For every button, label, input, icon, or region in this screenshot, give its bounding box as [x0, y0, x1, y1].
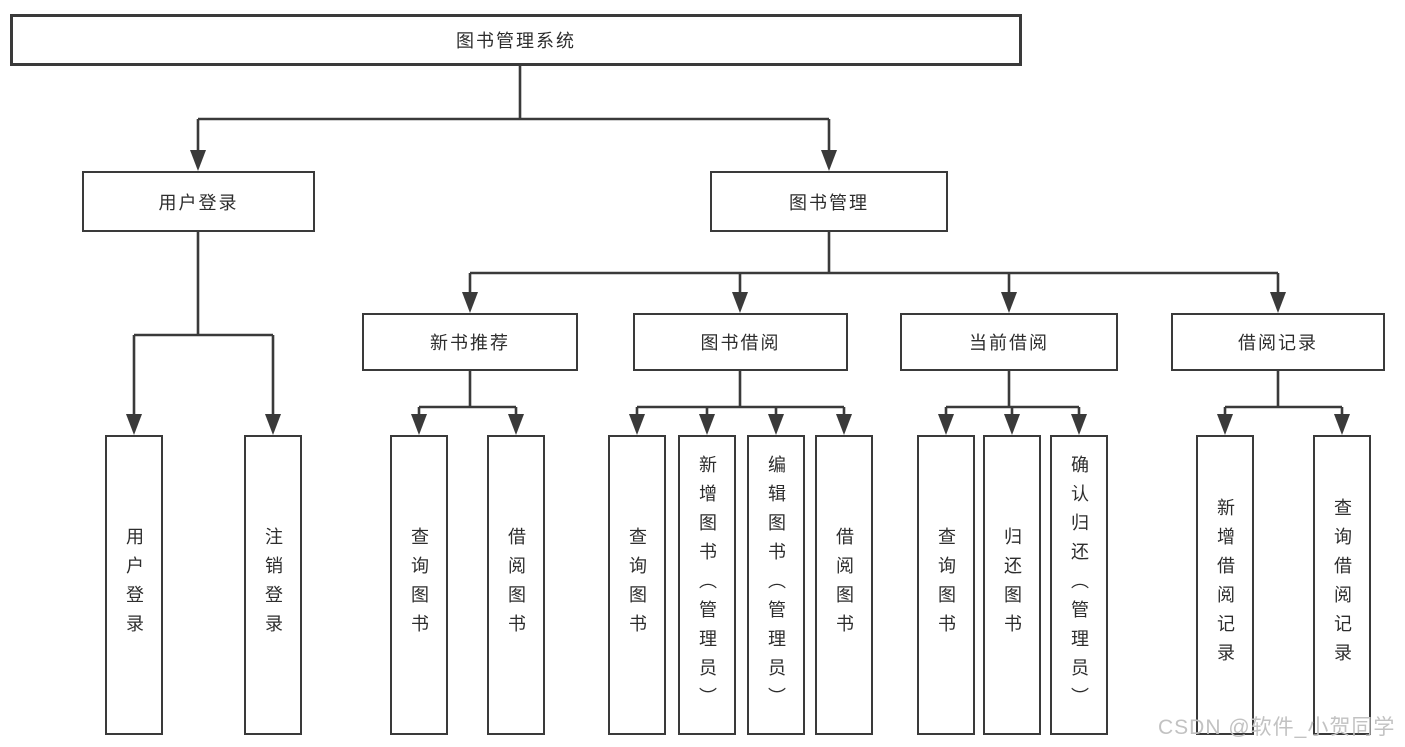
leaf-return-books: 归还图书	[983, 435, 1041, 735]
leaf-user-login: 用户登录	[105, 435, 163, 735]
node-user-login: 用户登录	[82, 171, 315, 232]
node-new-book-recommend: 新书推荐	[362, 313, 578, 371]
node-borrow-records: 借阅记录	[1171, 313, 1385, 371]
leaf-logout: 注销登录	[244, 435, 302, 735]
node-current-borrow: 当前借阅	[900, 313, 1118, 371]
leaf-query-books-borrow: 查询图书	[608, 435, 666, 735]
leaf-edit-book-admin: 编辑图书（管理员）	[747, 435, 805, 735]
node-book-borrow: 图书借阅	[633, 313, 848, 371]
leaf-query-books-current: 查询图书	[917, 435, 975, 735]
node-root: 图书管理系统	[10, 14, 1022, 66]
leaf-borrow-books: 借阅图书	[815, 435, 873, 735]
leaf-borrow-books-recommend: 借阅图书	[487, 435, 545, 735]
leaf-add-borrow-record: 新增借阅记录	[1196, 435, 1254, 735]
leaf-query-books-recommend: 查询图书	[390, 435, 448, 735]
leaf-confirm-return-admin: 确认归还（管理员）	[1050, 435, 1108, 735]
watermark: CSDN @软件_小贺同学	[1158, 716, 1396, 739]
leaf-add-book-admin: 新增图书（管理员）	[678, 435, 736, 735]
leaf-query-borrow-record: 查询借阅记录	[1313, 435, 1371, 735]
node-book-management: 图书管理	[710, 171, 948, 232]
